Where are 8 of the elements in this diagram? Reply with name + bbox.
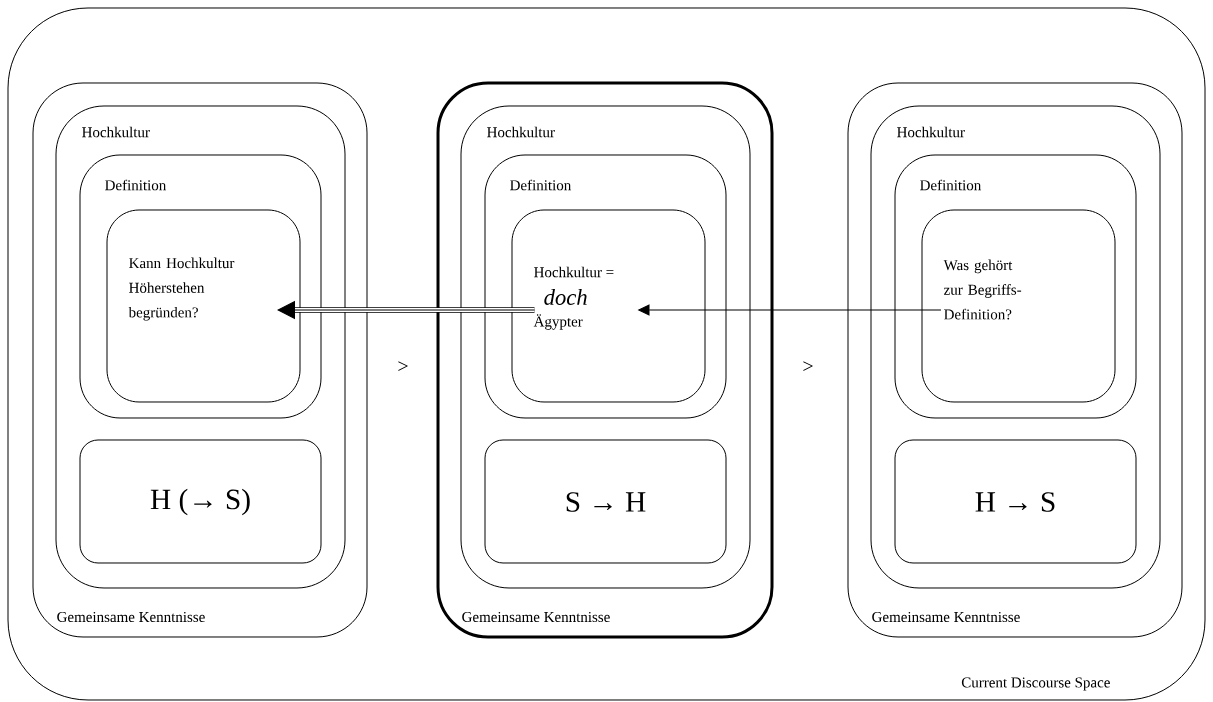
- rounded-box: Was gehört zur Begriffs-Definition?: [921, 209, 1116, 403]
- comparison-sign: >: [398, 361, 408, 371]
- rounded-box: H (→ S): [79, 439, 322, 564]
- rounded-box: Hochkultur = doch Ägypter: [511, 209, 706, 403]
- rounded-box: S → H: [484, 439, 727, 564]
- rounded-box: Kann Hochkultur Höherstehen begründen?: [106, 209, 301, 403]
- comparison-sign: >: [803, 361, 813, 371]
- rounded-box: H → S: [894, 439, 1137, 564]
